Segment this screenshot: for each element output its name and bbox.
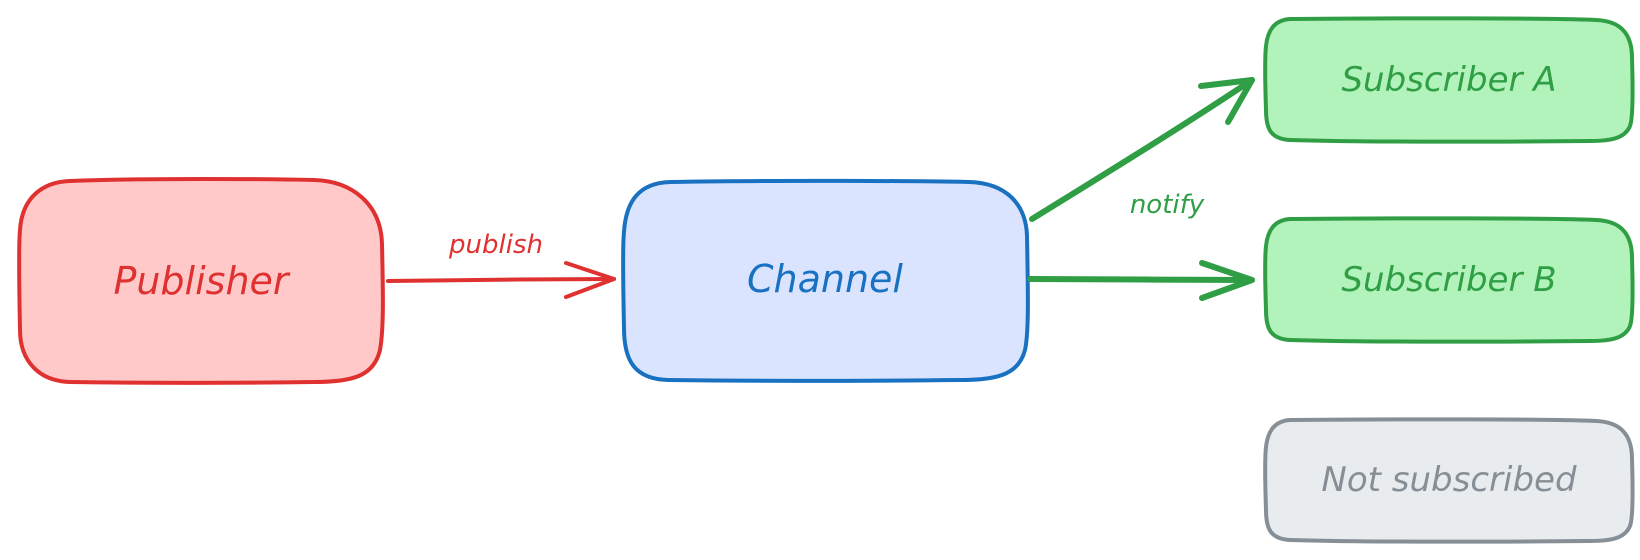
channel-label: Channel	[747, 257, 903, 301]
not-subscribed-node: Not subscribed	[1263, 417, 1635, 544]
notify-arrow-b-line	[1027, 276, 1255, 283]
channel-node: Channel	[621, 178, 1030, 383]
notify-label: notify	[1130, 190, 1205, 220]
subscriber-b-node: Subscriber B	[1263, 216, 1635, 344]
notify-arrow-b	[1027, 260, 1255, 301]
notify-arrow-a-arrowhead	[1198, 77, 1255, 125]
publisher-label: Publisher	[113, 259, 290, 303]
subscriber-a-node: Subscriber A	[1263, 16, 1635, 144]
not-subscribed-box	[1263, 417, 1635, 544]
publish-arrowhead	[564, 261, 616, 299]
not-subscribed-label: Not subscribed	[1321, 460, 1577, 500]
publish-arrow: publish	[386, 230, 616, 299]
notify-arrow-a-line	[1029, 77, 1255, 222]
subscriber-a-label: Subscriber A	[1341, 60, 1556, 100]
notify-arrow-b-arrowhead	[1199, 260, 1255, 301]
publish-arrow-line	[386, 277, 616, 283]
subscriber-a-box	[1263, 16, 1635, 144]
channel-box	[621, 178, 1030, 383]
subscriber-b-box	[1263, 216, 1635, 344]
publish-label: publish	[448, 230, 543, 260]
subscriber-b-label: Subscriber B	[1341, 260, 1556, 300]
publisher-box	[17, 177, 385, 385]
publisher-node: Publisher	[17, 177, 385, 385]
notify-arrow-a	[1029, 77, 1255, 222]
